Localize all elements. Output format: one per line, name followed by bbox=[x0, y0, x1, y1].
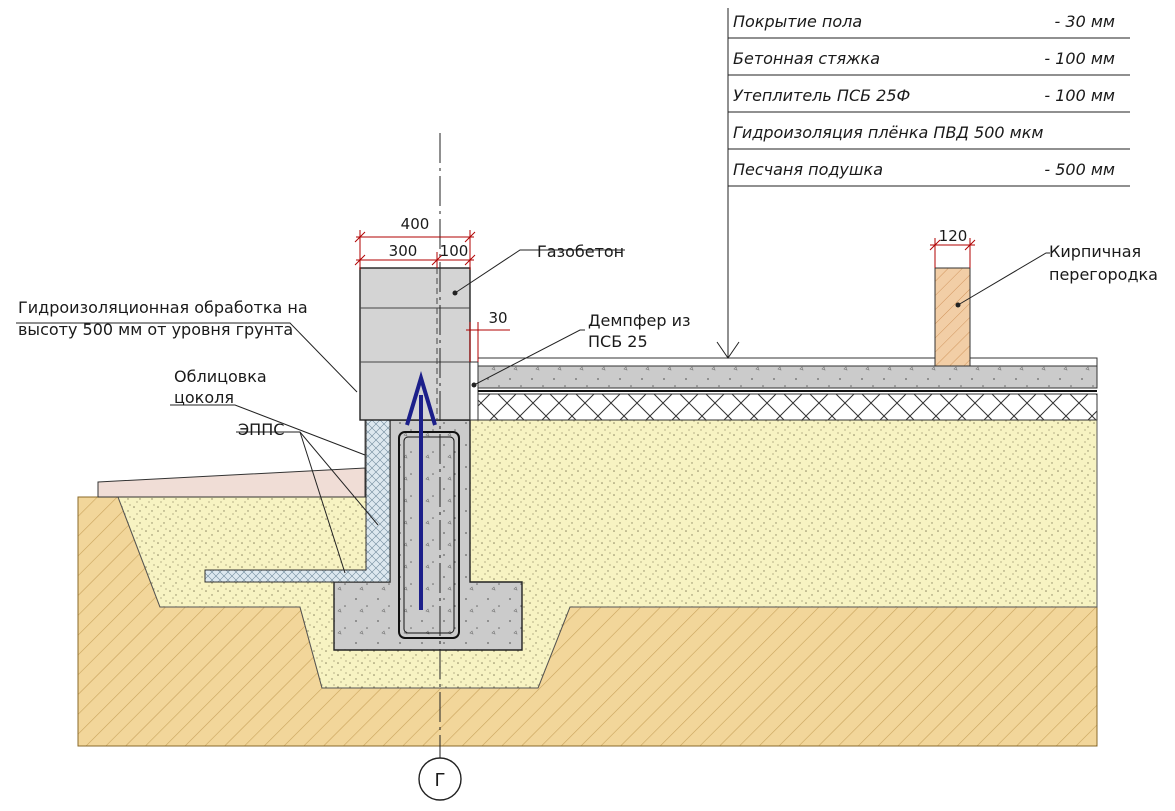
label-waterproof-line2: высоту 500 мм от уровня грунта bbox=[18, 320, 293, 339]
rebar-cage bbox=[398, 431, 460, 639]
spec-rows: Покрытие пола - 30 мм Бетонная стяжка - 100… bbox=[733, 12, 1115, 179]
label-damper-line1: Демпфер из bbox=[588, 311, 691, 330]
concrete-screed bbox=[477, 365, 1098, 389]
spec-row-thickness: - 500 мм bbox=[1044, 160, 1115, 179]
spec-row-name: Бетонная стяжка bbox=[733, 49, 880, 68]
label-waterproof-line1: Гидроизоляционная обработка на bbox=[18, 298, 308, 317]
spec-row-thickness: - 100 мм bbox=[1044, 49, 1115, 68]
leaders bbox=[16, 249, 1050, 574]
damper-strip bbox=[469, 361, 479, 421]
label-brick-line1: Кирпичная bbox=[1049, 242, 1141, 261]
spec-row-name: Гидроизоляция плёнка ПВД 500 мкм bbox=[733, 123, 1043, 142]
leader-dot-brick bbox=[955, 302, 961, 308]
axis-marker bbox=[418, 757, 462, 801]
label-brick-line2: перегородка bbox=[1049, 265, 1158, 284]
rebar-cage-inner bbox=[403, 436, 455, 634]
dim-part-a: 300 bbox=[389, 242, 418, 260]
psb-insulation bbox=[477, 393, 1098, 421]
spec-row-thickness: - 30 мм bbox=[1055, 12, 1115, 31]
leader-dot-damper bbox=[471, 382, 477, 388]
load-arrow-icon bbox=[405, 370, 437, 426]
dimension-wall bbox=[354, 230, 476, 270]
blind-area-paving bbox=[97, 467, 366, 498]
dimension-damper bbox=[466, 322, 510, 362]
label-facing-line2: цоколя bbox=[174, 388, 234, 407]
leader-dot-gazobeton bbox=[452, 290, 458, 296]
spec-row-thickness: - 100 мм bbox=[1044, 86, 1115, 105]
spec-row-name: Покрытие пола bbox=[733, 12, 862, 31]
dim-part-b: 100 bbox=[440, 242, 469, 260]
dim-total-width: 400 bbox=[401, 215, 430, 233]
spec-row-name: Утеплитель ПСБ 25Ф bbox=[733, 86, 910, 105]
spec-row-name: Песчаня подушка bbox=[733, 160, 883, 179]
dimension-partition bbox=[929, 238, 976, 268]
spec-table bbox=[727, 8, 1130, 358]
dim-damper: 30 bbox=[488, 309, 507, 327]
floor-covering bbox=[477, 357, 1098, 367]
label-damper-line2: ПСБ 25 bbox=[588, 332, 648, 351]
label-gazobeton: Газобетон bbox=[537, 242, 624, 261]
label-facing-line1: Облицовка bbox=[174, 367, 267, 386]
spec-leader-arrow-icon bbox=[716, 341, 740, 359]
dim-partition: 120 bbox=[939, 227, 968, 245]
brick-partition bbox=[934, 267, 971, 367]
axis-label: Г bbox=[435, 770, 446, 791]
label-epps: ЭППС bbox=[238, 420, 284, 439]
